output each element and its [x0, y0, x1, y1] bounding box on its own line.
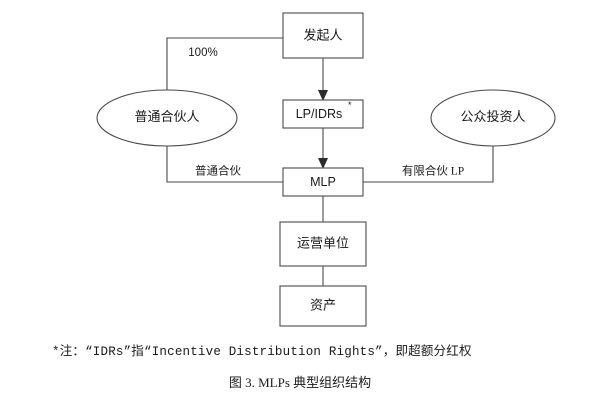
figure-footnote: *注：“IDRs”指“Incentive Distribution Rights… [52, 345, 472, 359]
node-general-partner-label: 普通合伙人 [134, 109, 199, 124]
edge-label-gp-to-mlp: 普通合伙 [195, 164, 241, 178]
node-sponsor[interactable] [282, 12, 364, 59]
node-operating-unit[interactable] [279, 221, 367, 267]
node-public-investors-label: 公众投资人 [460, 109, 525, 124]
connector-sponsor-to-gp [166, 37, 283, 92]
edge-label-investors-to-mlp: 有限合伙 LP [402, 164, 464, 178]
arrow-head-icon [318, 158, 328, 169]
node-lp-idrs-superscript: * [348, 100, 352, 110]
arrow-head-icon [318, 90, 328, 101]
node-sponsor-label: 发起人 [303, 27, 342, 42]
node-public-investors[interactable] [430, 89, 556, 147]
node-lp-idrs-label: LP/IDRs [296, 107, 343, 121]
node-operating-unit-label: 运营单位 [297, 235, 349, 250]
connector-gp-to-mlp [166, 146, 283, 183]
edge-label-sponsor-to-gp: 100% [188, 47, 217, 59]
node-assets[interactable] [279, 285, 367, 327]
figure-caption: 图 3. MLPs 典型组织结构 [228, 375, 372, 390]
node-assets-label: 资产 [310, 297, 336, 312]
connector-investors-to-mlp [363, 146, 494, 183]
node-general-partner[interactable] [96, 89, 238, 147]
node-lp-idrs[interactable] [282, 99, 364, 129]
node-mlp[interactable] [282, 167, 364, 197]
node-mlp-label: MLP [310, 175, 336, 189]
